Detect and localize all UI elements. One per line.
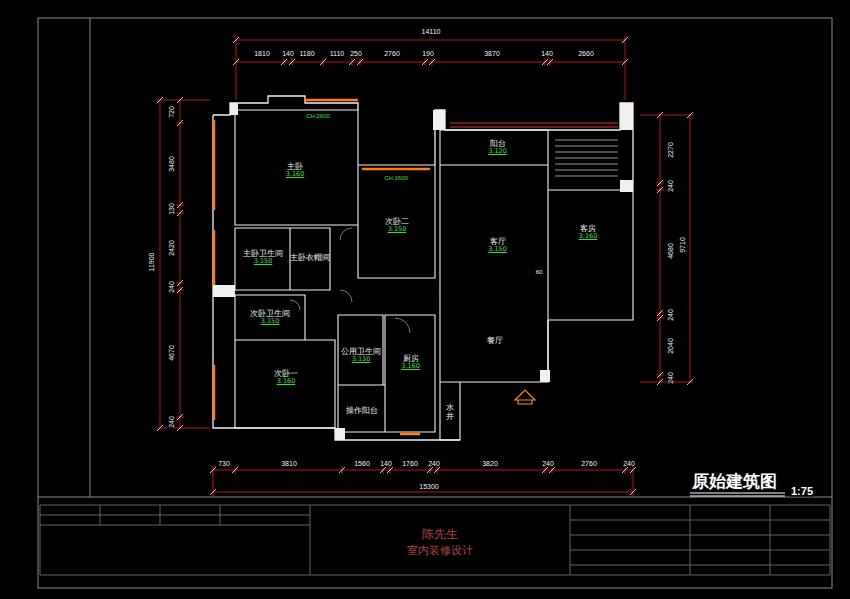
title-underline bbox=[690, 493, 785, 496]
room-area: 操作阳台 bbox=[340, 398, 384, 423]
floor-elevation: 3.150 bbox=[261, 318, 280, 326]
floor-elevation: 3.160 bbox=[579, 233, 598, 241]
room-name: 主卧 bbox=[287, 162, 303, 171]
room-area: 次卧卫生间3.150 bbox=[237, 297, 303, 337]
dimension-value: 240 bbox=[622, 460, 636, 467]
room-name: 客厅 bbox=[490, 237, 506, 246]
room-area: 厨房3.160 bbox=[388, 340, 433, 385]
room-name: 操作阳台 bbox=[346, 406, 378, 415]
floor-elevation: 3.160 bbox=[286, 171, 305, 179]
dimension-value: 9710 bbox=[679, 236, 686, 254]
dimension-value: 4680 bbox=[667, 242, 674, 260]
dimension-value: 730 bbox=[217, 460, 231, 467]
sheet-frame bbox=[38, 18, 832, 588]
room-name: 厨房 bbox=[403, 354, 419, 363]
dimension-value: 1810 bbox=[253, 50, 271, 57]
room-area: 阳台3.120 bbox=[450, 134, 545, 160]
wall-columns bbox=[213, 103, 633, 440]
step-lines bbox=[555, 140, 618, 176]
dimension-value: 240 bbox=[427, 460, 441, 467]
room-name: 主卧卫生间 bbox=[243, 249, 283, 258]
room-name: 公用卫生间 bbox=[341, 347, 381, 356]
room-area: 水井 bbox=[442, 390, 458, 435]
dimension-value: 1180 bbox=[298, 50, 315, 57]
dimension-value: 240 bbox=[667, 371, 674, 385]
room-name: 客房 bbox=[580, 224, 596, 233]
dimension-value: 1760 bbox=[401, 460, 419, 467]
dimension-value: 2270 bbox=[667, 141, 674, 159]
dimension-value: 240 bbox=[667, 308, 674, 322]
drawing-title: 原始建筑图 bbox=[692, 473, 777, 490]
entry-symbol bbox=[515, 390, 535, 404]
room-area: 客厅3.150 bbox=[450, 215, 545, 275]
room-area: 餐厅 bbox=[450, 325, 540, 355]
room-area: 次卧一3.160 bbox=[240, 350, 332, 405]
title-block-grid bbox=[40, 505, 830, 575]
dimension-value: 3480 bbox=[168, 155, 175, 173]
dimension-value: 240 bbox=[168, 280, 175, 294]
floor-elevation: 3.150 bbox=[488, 246, 507, 254]
dimension-value: 250 bbox=[349, 50, 363, 57]
dimension-value: 2760 bbox=[383, 50, 401, 57]
floor-elevation: 3.150 bbox=[388, 226, 407, 234]
frame-line bbox=[38, 18, 832, 497]
dimension-value: 11900 bbox=[148, 252, 155, 273]
dimension-value: 15300 bbox=[418, 483, 439, 490]
room-name: 餐厅 bbox=[487, 336, 503, 345]
balcony-rail bbox=[450, 123, 618, 127]
room-name: 主卧衣帽间 bbox=[290, 253, 330, 262]
dimension-value: 140 bbox=[281, 50, 295, 57]
room-name: 次卧一 bbox=[274, 369, 298, 378]
door-swings bbox=[290, 228, 410, 333]
client-name: 陈先生 bbox=[421, 528, 459, 540]
wall-note: 60 bbox=[535, 269, 544, 275]
window-note: CH:1600 bbox=[383, 175, 409, 181]
dimension-value: 240 bbox=[667, 179, 674, 193]
floor-elevation: 3.120 bbox=[488, 148, 507, 156]
dimension-value: 190 bbox=[421, 50, 435, 57]
floor-elevation: 3.130 bbox=[352, 356, 371, 364]
dimension-value: 2660 bbox=[577, 50, 595, 57]
window-note: CH:2600 bbox=[305, 113, 331, 119]
scale-note: 1:75 bbox=[790, 486, 814, 497]
dimension-value: 4670 bbox=[168, 344, 175, 362]
room-area: 主卧3.160 bbox=[240, 140, 350, 200]
dimension-value: 240 bbox=[541, 460, 555, 467]
room-area: 次卧二3.150 bbox=[362, 200, 432, 250]
dimension-value: 3870 bbox=[483, 50, 501, 57]
dimension-ticks bbox=[157, 37, 693, 495]
floor-elevation: 3.150 bbox=[254, 258, 273, 266]
dimension-value: 130 bbox=[168, 202, 175, 216]
room-area: 客房3.160 bbox=[552, 210, 624, 255]
dimension-value: 2420 bbox=[168, 239, 175, 257]
room-name: 次卧卫生间 bbox=[250, 309, 290, 318]
dimension-value: 720 bbox=[168, 105, 175, 119]
dimension-value: 14110 bbox=[421, 28, 442, 35]
dimension-value: 140 bbox=[540, 50, 554, 57]
room-area: 主卧衣帽间 bbox=[289, 232, 331, 282]
dimension-value: 240 bbox=[168, 415, 175, 429]
dimension-value: 2040 bbox=[667, 337, 674, 355]
room-walls bbox=[235, 110, 633, 440]
project-name: 室内装修设计 bbox=[406, 545, 474, 556]
window-marks bbox=[214, 100, 430, 434]
room-name: 水井 bbox=[446, 404, 454, 421]
dimension-value: 140 bbox=[379, 460, 393, 467]
floor-elevation: 3.160 bbox=[401, 363, 420, 371]
room-area: 公用卫生间3.130 bbox=[340, 335, 382, 375]
outer-walls bbox=[213, 96, 633, 440]
dimension-value: 2760 bbox=[580, 460, 598, 467]
room-name: 次卧二 bbox=[385, 217, 409, 226]
dimension-value: 1560 bbox=[353, 460, 371, 467]
dimension-lines bbox=[156, 36, 694, 496]
floor-elevation: 3.160 bbox=[277, 378, 296, 386]
dimension-value: 1110 bbox=[329, 50, 346, 57]
dimension-value: 3820 bbox=[481, 460, 499, 467]
room-area: 主卧卫生间3.150 bbox=[237, 232, 289, 282]
room-name: 阳台 bbox=[490, 139, 506, 148]
dimension-value: 3810 bbox=[280, 460, 298, 467]
